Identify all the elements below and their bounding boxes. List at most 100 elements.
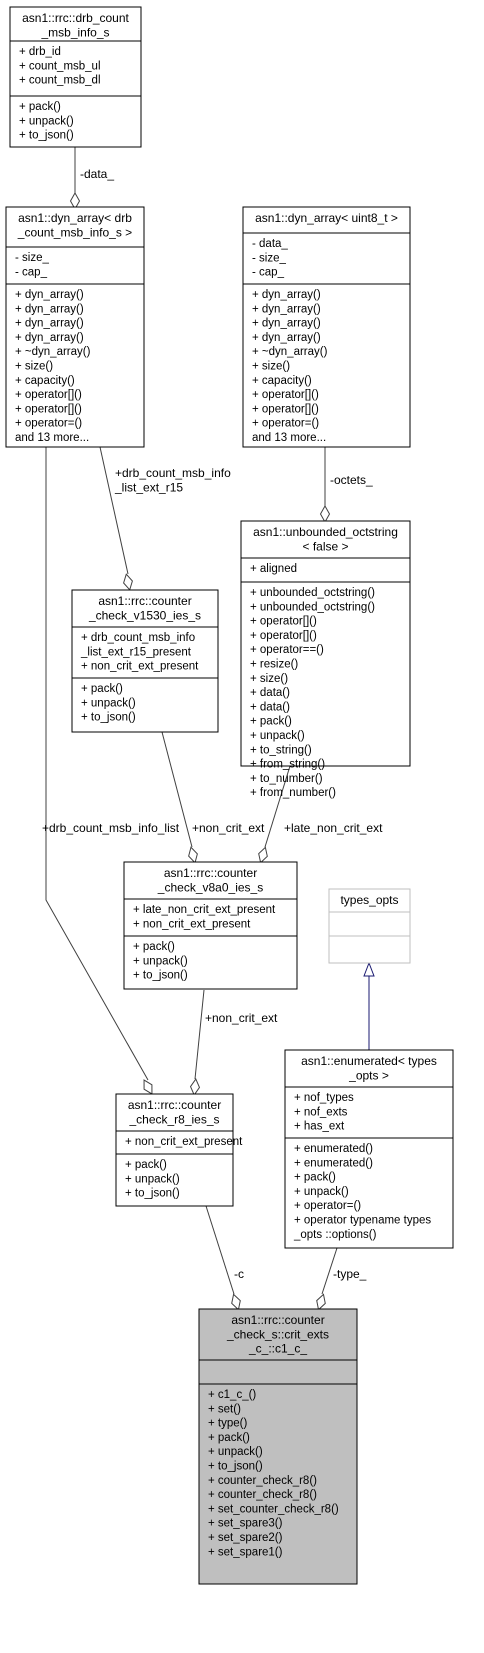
class-method: _opts ::options() <box>293 1229 377 1241</box>
class-method: + unpack() <box>133 955 188 967</box>
class-attribute: - size_ <box>252 252 286 264</box>
class-box <box>198 1308 358 1585</box>
class-title: asn1::dyn_array< drb <box>18 211 132 225</box>
class-title: _opts > <box>348 1068 389 1082</box>
class-method: + dyn_array() <box>15 303 84 315</box>
class-box <box>115 1093 234 1207</box>
class-method: + dyn_array() <box>252 318 321 330</box>
crit-exts-c1-class[interactable]: asn1::rrc::counter_check_s::crit_exts_c_… <box>198 1308 358 1585</box>
class-title: _msb_info_s <box>40 25 109 39</box>
counter-check-r8-ies-class[interactable]: asn1::rrc::counter_check_r8_ies_s+ non_c… <box>115 1093 243 1207</box>
class-method: + pack() <box>125 1159 167 1171</box>
class-title: _check_r8_ies_s <box>128 1112 219 1126</box>
class-box <box>71 589 219 733</box>
class-method: + type() <box>208 1418 247 1430</box>
class-method: + unpack() <box>81 697 136 709</box>
aggregation-edge-non-crit-ext-2 <box>194 989 205 1080</box>
counter-check-v8a0-ies-class[interactable]: asn1::rrc::counter_check_v8a0_ies_s+ lat… <box>123 861 298 990</box>
class-method: + enumerated() <box>294 1157 373 1169</box>
class-method: + data() <box>250 687 290 699</box>
dyn-array-drb-count-class[interactable]: asn1::dyn_array< drb_count_msb_info_s >-… <box>5 206 145 448</box>
class-title: asn1::dyn_array< uint8_t > <box>255 211 398 225</box>
class-method: + unbounded_octstring() <box>250 587 375 599</box>
class-method: + operator[]() <box>15 389 82 401</box>
class-box <box>328 888 411 964</box>
class-method: + operator=() <box>15 418 82 430</box>
class-attribute: + nof_exts <box>294 1106 348 1118</box>
class-method: + operator[]() <box>250 616 317 628</box>
class-attribute: + non_crit_ext_present <box>81 661 199 673</box>
class-method: + operator[]() <box>252 403 319 415</box>
aggregation-edge-late-non-crit-ext <box>264 765 291 848</box>
class-method: + size() <box>250 673 288 685</box>
edge-label-type: -type_ <box>333 1267 367 1281</box>
class-attribute: _list_ext_r15_present <box>80 646 192 658</box>
aggregation-edge-type <box>321 1247 338 1295</box>
class-box <box>9 6 142 148</box>
edges-layer <box>45 147 375 1311</box>
more-members-note: and 13 more... <box>252 432 326 444</box>
aggregation-edge-drb-list-ext <box>99 446 129 575</box>
class-method: + operator=() <box>294 1200 361 1212</box>
class-attribute: + drb_count_msb_info <box>81 632 195 644</box>
class-method: + to_json() <box>133 970 188 982</box>
unbounded-octstring-class[interactable]: asn1::unbounded_octstring< false >+ alig… <box>240 520 411 799</box>
class-title: asn1::rrc::counter <box>231 1313 324 1327</box>
class-method: + to_number() <box>250 773 323 785</box>
class-method: + c1_c_() <box>208 1389 256 1401</box>
class-title: asn1::rrc::counter <box>128 1098 221 1112</box>
class-attribute: + nof_types <box>294 1092 354 1104</box>
edge-label-data: -data_ <box>80 167 114 181</box>
aggregation-diamond-non-crit-ext-2 <box>189 1078 201 1096</box>
class-title: asn1::rrc::counter <box>164 866 257 880</box>
edge-label-non-crit-ext-1: +non_crit_ext <box>192 821 265 835</box>
class-method: + capacity() <box>15 375 75 387</box>
class-method: + to_json() <box>81 712 136 724</box>
class-method: + from_string() <box>250 759 325 771</box>
class-method: + capacity() <box>252 375 312 387</box>
enumerated-types-opts-class[interactable]: asn1::enumerated< types_opts >+ nof_type… <box>284 1049 454 1249</box>
class-method: + set_spare3() <box>208 1518 283 1530</box>
class-method: + pack() <box>81 683 123 695</box>
class-title: _c_::c1_c_ <box>248 1342 307 1356</box>
class-method: + unpack() <box>294 1186 349 1198</box>
edge-labels-layer: -data_+drb_count_msb_info_list_ext_r15-o… <box>42 167 383 1281</box>
dyn-array-uint8-class[interactable]: asn1::dyn_array< uint8_t >- data_- size_… <box>242 206 411 448</box>
class-method: + size() <box>252 361 290 373</box>
class-title: asn1::rrc::drb_count <box>22 11 129 25</box>
class-method: + dyn_array() <box>252 303 321 315</box>
class-method: + pack() <box>208 1432 250 1444</box>
class-method: + dyn_array() <box>252 289 321 301</box>
class-title: asn1::rrc::counter <box>98 594 191 608</box>
class-title: _check_v1530_ies_s <box>88 608 201 622</box>
types-opts-class[interactable]: types_opts <box>328 888 411 964</box>
class-attribute: - size_ <box>15 252 49 264</box>
class-attribute: + non_crit_ext_present <box>133 918 251 930</box>
class-box <box>242 206 411 448</box>
class-method: + from_number() <box>250 787 336 799</box>
class-method: + set_counter_check_r8() <box>208 1503 339 1515</box>
class-method: + pack() <box>19 101 61 113</box>
class-title: types_opts <box>340 893 398 907</box>
class-method: + unpack() <box>250 730 305 742</box>
counter-check-v1530-ies-class[interactable]: asn1::rrc::counter_check_v1530_ies_s+ dr… <box>71 589 219 733</box>
class-attribute: + aligned <box>250 563 297 575</box>
class-method: + pack() <box>250 716 292 728</box>
class-method: + dyn_array() <box>15 318 84 330</box>
class-attribute: + has_ext <box>294 1121 345 1133</box>
edge-label-octets: -octets_ <box>330 473 373 487</box>
class-method: + dyn_array() <box>252 332 321 344</box>
class-method: + enumerated() <box>294 1143 373 1155</box>
class-method: + set() <box>208 1403 241 1415</box>
class-method: + unpack() <box>19 115 74 127</box>
class-attribute: + non_crit_ext_present <box>125 1136 243 1148</box>
class-attribute: + drb_id <box>19 46 61 58</box>
class-attribute: + late_non_crit_ext_present <box>133 904 276 916</box>
edge-label-drb-list: +drb_count_msb_info_list <box>42 821 180 835</box>
aggregation-diamond-octets <box>319 504 331 524</box>
class-method: + set_spare2() <box>208 1532 283 1544</box>
drb-count-msb-info-class[interactable]: asn1::rrc::drb_count_msb_info_s+ drb_id+… <box>9 6 142 148</box>
class-box <box>284 1049 454 1249</box>
class-title: _check_v8a0_ies_s <box>157 880 263 894</box>
